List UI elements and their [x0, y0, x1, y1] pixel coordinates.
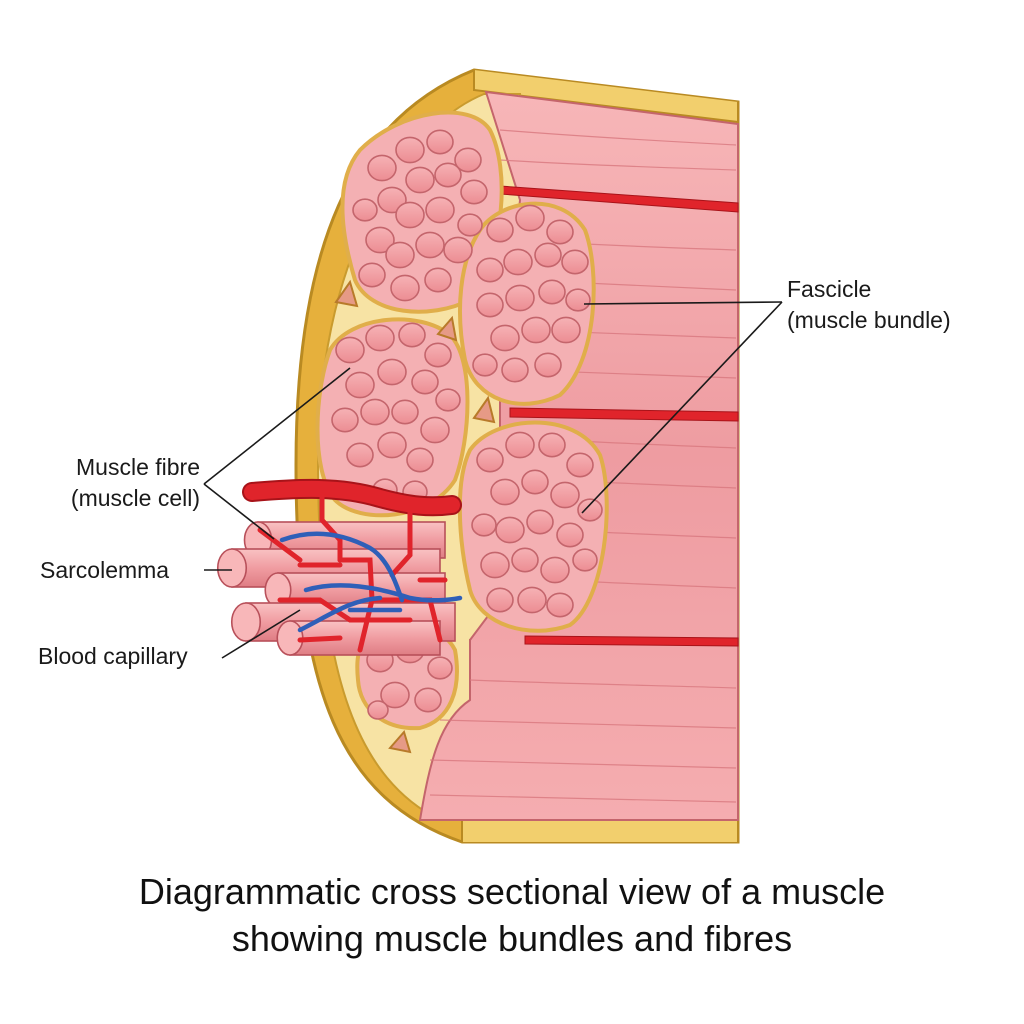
isolated-fibre-bundle [216, 478, 463, 656]
fibre-cut-end [216, 548, 248, 588]
perimysial-triangles [334, 279, 496, 754]
muscle-fibre-cell [486, 587, 514, 613]
muscle-fibre-cell [365, 324, 395, 352]
muscle-fibre-cell [495, 516, 525, 544]
fascicle-label-line2: (muscle bundle) [787, 307, 951, 333]
muscle-fibre-cell [565, 288, 591, 312]
muscle-fibre-cell [365, 226, 395, 254]
muscle-fibre-cell [534, 352, 562, 378]
muscle-fibre-cell [538, 279, 566, 305]
muscle-fibre-cell [367, 700, 389, 720]
sarcolemma-label: Sarcolemma [40, 557, 170, 583]
muscle-fibre-cell [385, 241, 415, 269]
muscle-fibre-cell [406, 447, 434, 473]
muscle-fibre-cell [526, 509, 554, 535]
epimysium-bottom-rim [461, 819, 739, 842]
muscle-fibre-cell [395, 136, 425, 164]
muscle-fibre-cell [411, 369, 439, 395]
muscle-fibre-cell [515, 204, 545, 232]
muscle-fibre-cell [426, 129, 454, 155]
muscle-fibre-cell [415, 231, 445, 259]
muscle-fibre-cell [503, 248, 533, 276]
muscle-fibre-cell [521, 316, 551, 344]
muscle-fibre-cell [566, 452, 594, 478]
muscle-fibre-cell [457, 213, 483, 237]
muscle-fibre-cell [443, 236, 473, 264]
blood-capillary-label: Blood capillary [38, 643, 188, 669]
muscle-fibre-cell [360, 398, 390, 426]
muscle-fibre-cell [391, 399, 419, 425]
muscle-fibre-cell [490, 478, 520, 506]
muscle-fibre-cell [572, 548, 598, 572]
leader-lines [203, 301, 783, 659]
muscle-fibre-cell [377, 358, 407, 386]
muscle-fibre-cell [435, 388, 461, 412]
epimysium-top-rim [473, 70, 739, 124]
muscle-fibre-cell [486, 217, 514, 243]
fibre-cut-end [230, 602, 262, 642]
muscle-fibre-cell [331, 407, 359, 433]
diagram-caption: Diagrammatic cross sectional view of a m… [0, 868, 1024, 962]
muscle-fibre-cell [501, 357, 529, 383]
muscle-fibre-label: Muscle fibre (muscle cell) [40, 452, 200, 514]
muscle-fibre-cell [427, 656, 453, 680]
leader-fibre-2 [203, 483, 275, 540]
muscle-fibre-cell [546, 219, 574, 245]
muscle-fibre-cell [335, 336, 365, 364]
leader-fibre-1 [203, 367, 351, 485]
muscle-fibre-cell [460, 179, 488, 205]
perimysial-vessels [499, 185, 739, 647]
muscle-fibre-cell [367, 154, 397, 182]
muscle-fibre-cell [454, 147, 482, 173]
muscle-fibre-cell [505, 431, 535, 459]
muscle-fibre-cell [546, 592, 574, 618]
muscle-fibre-label-line2: (muscle cell) [70, 485, 200, 511]
muscle-fibre-cell [405, 166, 435, 194]
leader-fascicle-1 [583, 301, 783, 305]
muscle-fibre-cell [517, 586, 547, 614]
caption-line1: Diagrammatic cross sectional view of a m… [138, 871, 886, 912]
muscle-fibre-cell [476, 292, 504, 318]
muscle-fibre-cell [511, 547, 539, 573]
muscle-fibre-cell [425, 196, 455, 224]
muscle-fibre-cell [505, 284, 535, 312]
muscle-fibre-cell [476, 257, 504, 283]
leader-capillary [221, 609, 301, 659]
muscle-fibre-cell [577, 498, 603, 522]
muscle-fibre-cell [534, 242, 562, 268]
muscle-fibre-cell [414, 687, 442, 713]
muscle-cross-section-diagram [203, 68, 783, 844]
muscle-fibre-cell [472, 353, 498, 377]
muscle-fibre-cell [551, 316, 581, 344]
muscle-fibre-cell [561, 249, 589, 275]
muscle-fibre-cell [521, 469, 549, 495]
muscle-fibre-cell [398, 322, 426, 348]
muscle-fibre-cell [550, 481, 580, 509]
muscle-fibre-cell [420, 416, 450, 444]
muscle-fibre-cell [424, 267, 452, 293]
muscle-fibre-cell [345, 371, 375, 399]
fascicle-label: Fascicle (muscle bundle) [787, 274, 951, 336]
muscle-fibre-cell [390, 274, 420, 302]
muscle-fibre-cell [556, 522, 584, 548]
muscle-fibre-cell [352, 198, 378, 222]
muscle-fibre-cell [480, 551, 510, 579]
muscle-fibre-cell [358, 262, 386, 288]
fascicle-label-line1: Fascicle [787, 276, 872, 302]
leader-fascicle-2 [581, 301, 783, 514]
muscle-fibre-cell [424, 342, 452, 368]
muscle-fibre-cell [540, 556, 570, 584]
muscle-fibre-cell [538, 432, 566, 458]
caption-line2: showing muscle bundles and fibres [231, 918, 793, 959]
muscle-fibre-cell [476, 447, 504, 473]
muscle-fibre-label-line1: Muscle fibre [76, 454, 200, 480]
muscle-fibre-cell [380, 681, 410, 709]
muscle-fibre-cell [490, 324, 520, 352]
muscle-fibre-cell [377, 431, 407, 459]
muscle-fibre-cell [346, 442, 374, 468]
muscle-fibre-cell [395, 201, 425, 229]
muscle-fibre-cell [471, 513, 497, 537]
muscle-fibre-cell [434, 162, 462, 188]
